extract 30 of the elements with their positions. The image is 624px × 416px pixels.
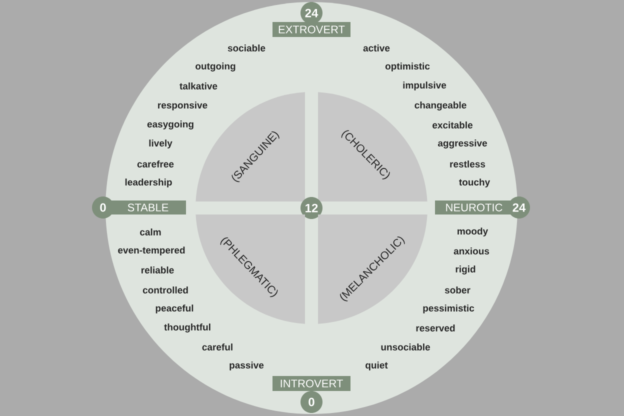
trait-word: lively bbox=[149, 140, 172, 148]
trait-word: careful bbox=[202, 344, 232, 350]
trait-word: active bbox=[363, 44, 390, 52]
node-label: 24 bbox=[512, 203, 526, 212]
trait-word: quiet bbox=[366, 362, 388, 370]
trait-word: thoughtful bbox=[164, 324, 210, 332]
trait-word: sociable bbox=[228, 44, 266, 52]
trait-word: moody bbox=[458, 228, 488, 236]
trait-word: rigid bbox=[456, 266, 476, 274]
node-label: 24 bbox=[305, 8, 318, 18]
trait-word: sober bbox=[444, 286, 470, 294]
trait-word: restless bbox=[450, 160, 486, 168]
trait-word: even-tempered bbox=[118, 246, 185, 256]
trait-word: touchy bbox=[459, 178, 490, 188]
trait-word: anxious bbox=[454, 248, 490, 254]
node-label: 0 bbox=[100, 203, 106, 212]
trait-word: carefree bbox=[137, 160, 174, 168]
trait-word: passive bbox=[230, 362, 264, 370]
trait-word: aggressive bbox=[438, 140, 487, 148]
number-badge: 24 bbox=[508, 196, 530, 218]
trait-word: reserved bbox=[416, 324, 455, 332]
trait-word: unsociable bbox=[381, 344, 430, 350]
trait-word: calm bbox=[140, 228, 161, 236]
trait-word: optimistic bbox=[385, 62, 430, 72]
number-badge: 0 bbox=[300, 391, 322, 413]
trait-word: reliable bbox=[142, 266, 174, 274]
trait-word: outgoing bbox=[196, 62, 236, 72]
trait-word: leadership bbox=[125, 178, 172, 188]
trait-word: talkative bbox=[180, 82, 218, 90]
trait-word: impulsive bbox=[403, 82, 446, 90]
